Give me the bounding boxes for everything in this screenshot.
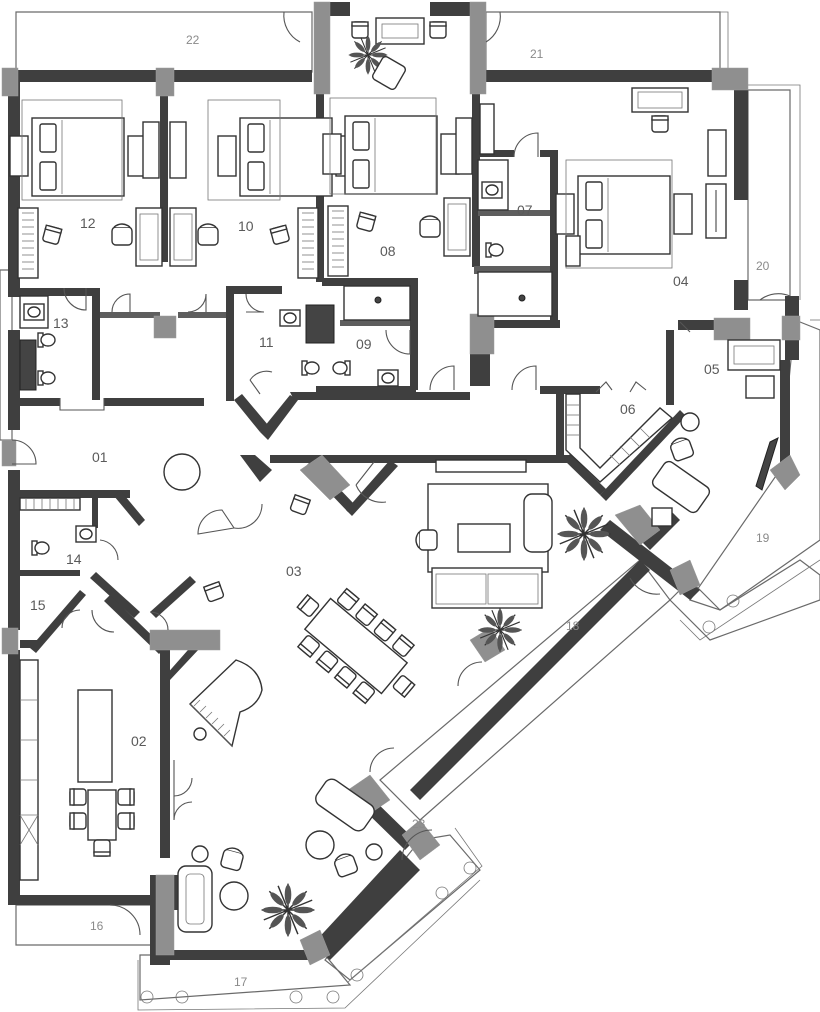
room-label-13: 13 (53, 315, 69, 331)
room-label-04: 04 (673, 273, 689, 289)
room-label-01: 01 (92, 449, 108, 465)
bedroom-04-furniture (555, 87, 727, 269)
terrace-label-16: 16 (90, 919, 104, 933)
terrace-label-23: 23 (412, 817, 426, 831)
room-label-06: 06 (620, 401, 636, 417)
terrace-labels: 16 17 18 19 20 21 22 23 (90, 33, 770, 989)
terrace-label-17: 17 (234, 975, 248, 989)
room-label-12: 12 (80, 215, 96, 231)
doors (11, 11, 791, 936)
room-label-07: 07 (517, 202, 533, 218)
terrace-area (0, 11, 820, 1011)
room-label-09: 09 (356, 336, 372, 352)
terrace-label-19: 19 (756, 531, 770, 545)
room-label-08: 08 (380, 243, 396, 259)
room-label-14: 14 (66, 551, 82, 567)
terrace-label-18: 18 (566, 619, 580, 633)
room-label-05: 05 (704, 361, 720, 377)
terrace-label-21: 21 (530, 47, 544, 61)
room-labels: 01 02 03 04 05 06 07 08 09 10 11 12 13 1… (30, 202, 720, 749)
bathroom-fixtures (19, 103, 553, 556)
living-03-furniture (163, 453, 612, 938)
terrace-label-22: 22 (186, 33, 200, 47)
structural-piers (1, 1, 801, 966)
bedroom-12-furniture (9, 99, 163, 279)
kitchen-02-furniture (19, 659, 135, 881)
room-label-02: 02 (131, 733, 147, 749)
dressing-06-fittings (565, 393, 674, 483)
terrace-label-20: 20 (756, 259, 770, 273)
bedroom-10-furniture (169, 99, 355, 279)
room-label-10: 10 (238, 218, 254, 234)
room-label-11: 11 (259, 334, 274, 350)
room-label-03: 03 (286, 563, 302, 579)
study-05-furniture (651, 339, 781, 527)
room-label-15: 15 (30, 597, 46, 613)
bedroom-08-furniture (322, 17, 473, 277)
